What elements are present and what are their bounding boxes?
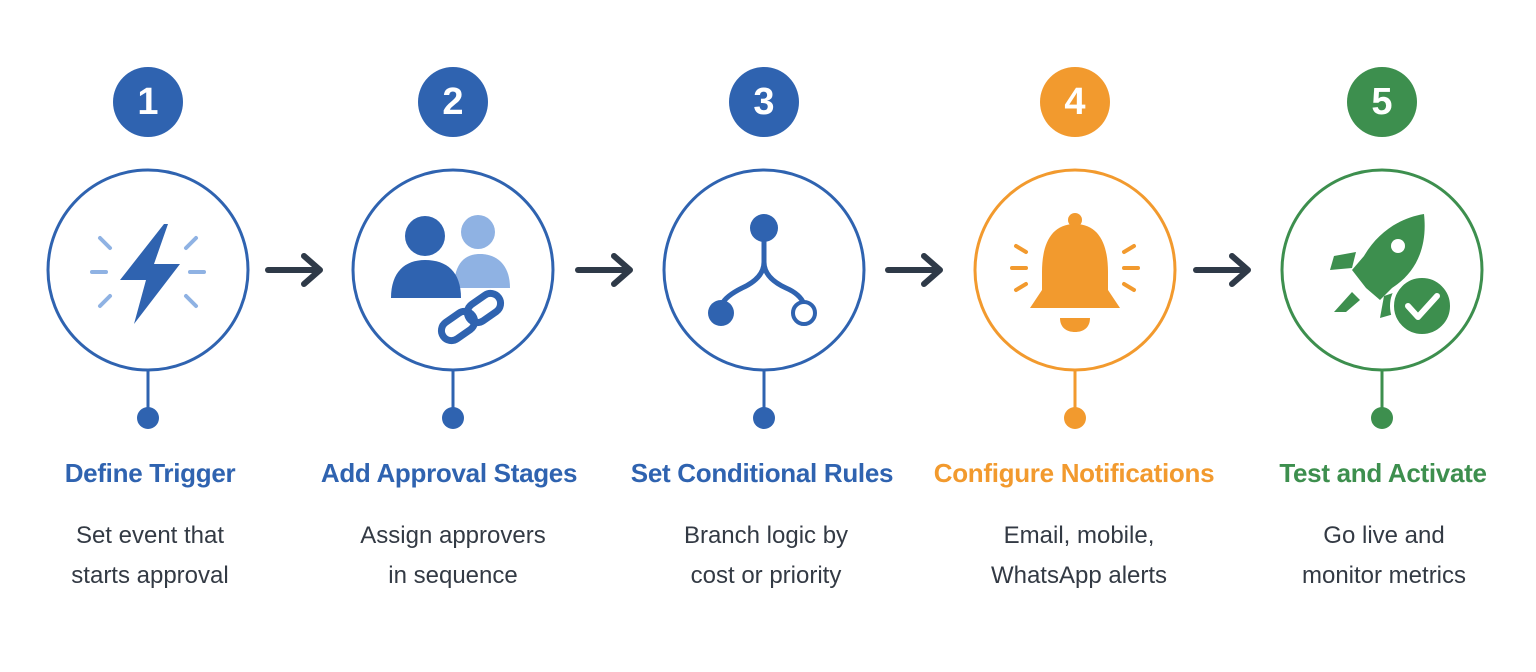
step-1-dot: [137, 407, 159, 429]
step-3-badge: [729, 67, 799, 137]
step-3-description: Branch logic by cost or priority: [626, 516, 906, 596]
arrow-4-5: [1193, 253, 1251, 287]
users-link-icon: [391, 215, 510, 345]
step-4-graphic: [973, 67, 1177, 429]
step-3-desc-line-2: cost or priority: [690, 562, 842, 589]
step-5-desc-line-1: Go live and: [1323, 522, 1445, 549]
step-2-desc-line-1: Assign approvers: [360, 522, 546, 549]
step-2-title: Add Approval Stages: [320, 458, 578, 488]
step-4-title: Configure Notifications: [933, 458, 1215, 488]
arrow-1-2: [265, 253, 323, 287]
step-5-title: Test and Activate: [1279, 458, 1487, 488]
lightning-bolt-icon: [90, 224, 206, 324]
step-1-desc-line-1: Set event that: [75, 522, 225, 549]
step-2-desc-line-2: in sequence: [388, 562, 518, 589]
branch-icon: [708, 214, 817, 326]
step-4-dot: [1064, 407, 1086, 429]
bell-icon: [1010, 213, 1140, 332]
step-4-number: 4: [1064, 81, 1086, 123]
step-5-desc-line-2: monitor metrics: [1301, 562, 1467, 589]
step-4-desc-line-1: Email, mobile,: [1003, 522, 1155, 549]
step-1-graphic: [46, 67, 250, 429]
step-3-title: Set Conditional Rules: [630, 458, 894, 488]
step-2-graphic: [351, 67, 555, 429]
step-2-description: Assign approvers in sequence: [313, 516, 593, 596]
step-2-badge: [418, 67, 488, 137]
step-3-graphic: [662, 67, 866, 429]
step-1-badge: [113, 67, 183, 137]
step-2-number: 2: [442, 81, 464, 123]
step-4-description: Email, mobile, WhatsApp alerts: [939, 516, 1219, 596]
step-5-graphic: [1280, 67, 1484, 429]
step-1-title: Define Trigger: [64, 458, 236, 488]
step-4-badge: [1040, 67, 1110, 137]
step-5-description: Go live and monitor metrics: [1244, 516, 1524, 596]
step-5-dot: [1371, 407, 1393, 429]
arrow-2-3: [575, 253, 633, 287]
step-3-dot: [753, 407, 775, 429]
step-5-badge: [1347, 67, 1417, 137]
step-2-dot: [442, 407, 464, 429]
step-5-number: 5: [1371, 81, 1393, 123]
step-3-number: 3: [753, 81, 775, 123]
step-1-description: Set event that starts approval: [10, 516, 290, 596]
rocket-check-icon: [1330, 214, 1454, 338]
step-1-number: 1: [137, 81, 159, 123]
arrow-3-4: [885, 253, 943, 287]
step-4-desc-line-2: WhatsApp alerts: [990, 562, 1168, 589]
step-3-desc-line-1: Branch logic by: [683, 522, 849, 549]
step-1-desc-line-2: starts approval: [71, 562, 229, 589]
